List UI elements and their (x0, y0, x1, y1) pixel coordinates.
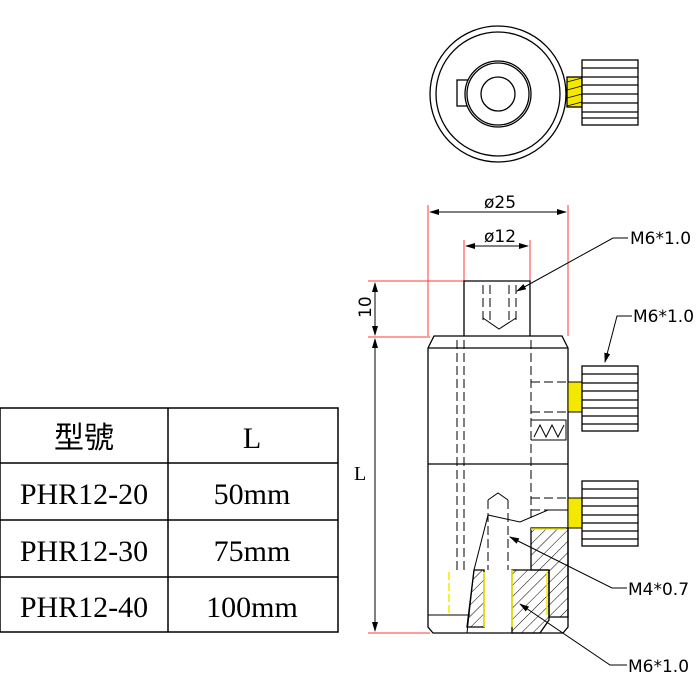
top-view (429, 25, 639, 163)
cell-length: 100mm (206, 591, 298, 624)
label-thread-top: M6*1.0 (630, 229, 691, 249)
center-hole (480, 76, 516, 112)
cell-length: 75mm (214, 535, 291, 568)
knob-top (581, 59, 639, 126)
inner-ring (435, 31, 561, 157)
cell-model: PHR12-30 (20, 535, 148, 568)
leader-lines (509, 237, 632, 666)
dim-top-height: 10 (356, 296, 376, 318)
thread-yellow (567, 381, 583, 413)
dim-inner-diameter: ø12 (484, 227, 516, 247)
dimension-lines (372, 209, 567, 632)
cell-model: PHR12-20 (20, 478, 148, 511)
label-thread-knob: M6*1.0 (633, 307, 694, 327)
outer-circle (429, 25, 567, 163)
label-thread-bottom: M6*1.0 (628, 657, 689, 677)
thread-yellow (567, 497, 583, 529)
cell-model: PHR12-40 (20, 591, 148, 624)
section-hatch-lower (511, 569, 550, 634)
header-length: L (243, 422, 261, 455)
cell-length: 50mm (214, 478, 291, 511)
label-thread-inner: M4*0.7 (628, 580, 689, 600)
spring (531, 419, 567, 441)
dim-length: L (354, 463, 366, 485)
side-view (427, 280, 639, 634)
hub-circle (464, 60, 532, 128)
dim-outer-diameter: ø25 (484, 193, 516, 213)
dimension-extension-lines (368, 205, 569, 634)
header-model: 型號 (54, 422, 114, 455)
model-table: 型號 L PHR12-20 50mm PHR12-30 75mm PHR12-4… (0, 407, 339, 633)
knob-upper (581, 365, 639, 432)
stud (463, 280, 531, 336)
knob-lower (581, 480, 639, 547)
